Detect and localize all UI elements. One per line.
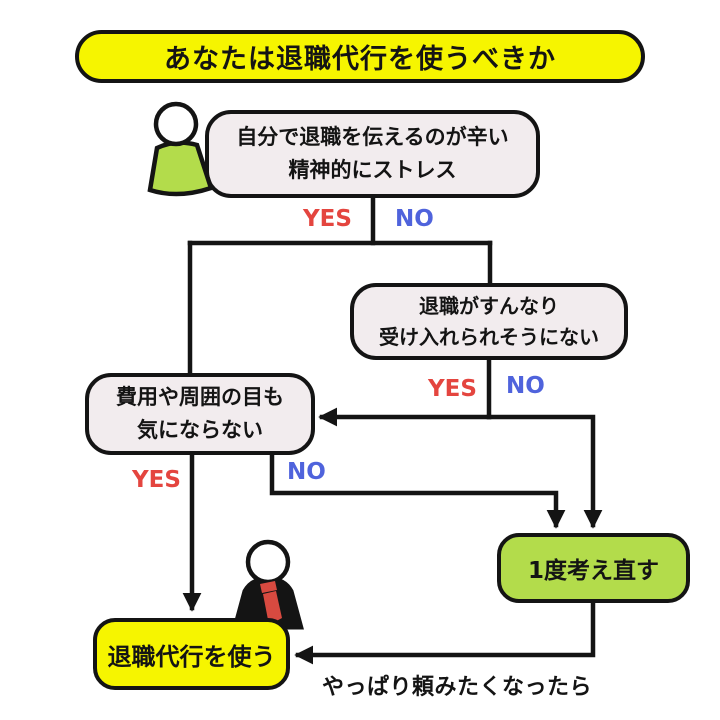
page-title: あなたは退職代行を使うべきか — [75, 30, 645, 83]
connector-q2-no-arrow — [486, 414, 603, 529]
loop-caption: やっぱり頼みたくなったら — [322, 675, 593, 700]
tie-knot — [260, 581, 277, 593]
question-box-q2: 退職がすんなり 受け入れられそうにない — [350, 283, 628, 360]
q1-yes-label: YES — [303, 206, 352, 232]
question-box-q1: 自分で退職を伝えるのが辛い 精神的にストレス — [205, 110, 540, 198]
tie-body — [263, 591, 282, 625]
q2-yes-label: YES — [428, 376, 477, 402]
q3-yes-label: YES — [132, 467, 181, 493]
result-box-reconsider: 1度考え直す — [497, 533, 690, 603]
head — [245, 539, 291, 585]
q3-line1: 費用や周囲の目も — [116, 385, 284, 410]
q1-line2: 精神的にストレス — [288, 158, 457, 182]
q1-line1: 自分で退職を伝えるのが辛い — [236, 125, 509, 150]
result-box-use-service: 退職代行を使う — [93, 618, 290, 690]
q1-no-label: NO — [395, 206, 434, 232]
q3-line2: 気にならない — [137, 418, 263, 442]
question-box-q3: 費用や周囲の目も 気にならない — [85, 373, 315, 455]
head — [153, 101, 199, 147]
connector-q3-no-arrow — [269, 450, 566, 529]
q2-line1: 退職がすんなり — [419, 293, 559, 318]
q3-no-label: NO — [287, 459, 326, 485]
q2-line2: 受け入れられそうにない — [379, 324, 599, 349]
green-shirt-body — [147, 140, 214, 197]
connector-reconsider-loop-arrow — [294, 598, 596, 665]
q2-no-label: NO — [506, 373, 545, 399]
